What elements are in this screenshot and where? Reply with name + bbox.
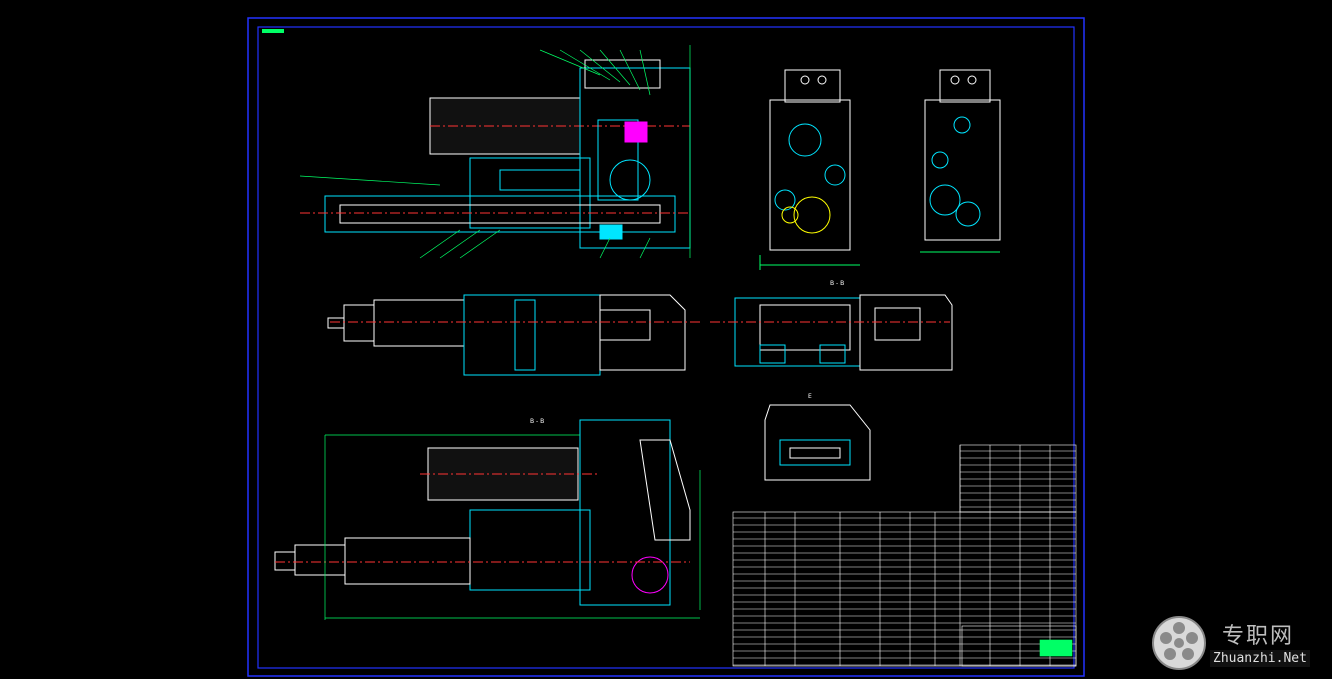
view-e-label: E: [808, 393, 812, 400]
section-bb-label: B - B: [830, 280, 844, 287]
section-bb2-label: B - B: [530, 418, 544, 425]
main-assembly-view: [299, 45, 691, 259]
view-e: [764, 404, 871, 481]
watermark-cn-text: 专职网: [1222, 624, 1295, 649]
bottom-assembly-view: [274, 419, 701, 620]
end-view-right: [920, 69, 1001, 253]
end-view-left: [759, 69, 860, 270]
title-block: [961, 625, 1077, 667]
watermark: 专职网 Zhuanzhi.Net: [1150, 612, 1330, 676]
watermark-en-text: Zhuanzhi.Net: [1210, 650, 1310, 667]
watermark-logo-icon: [1152, 616, 1206, 670]
section-bb-view: [710, 294, 953, 371]
middle-left-view: [327, 294, 700, 376]
frame-tag: [262, 29, 284, 33]
outer-frame: [247, 17, 1085, 677]
inner-frame: [257, 26, 1075, 669]
parts-list: [732, 444, 1077, 667]
